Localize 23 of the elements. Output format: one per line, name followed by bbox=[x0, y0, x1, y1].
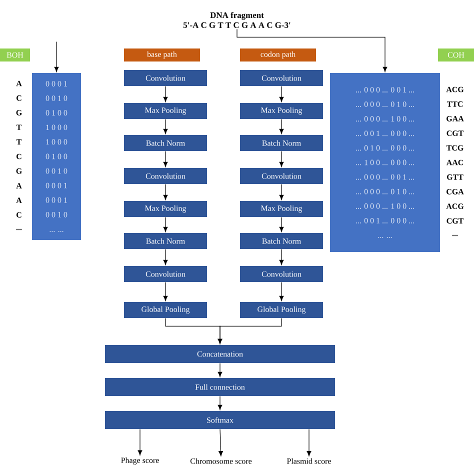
arrow bbox=[218, 318, 282, 344]
arrow bbox=[236, 28, 388, 72]
sequence-label: DNA fragment 5'-A C G T T C G A A C G-3' bbox=[183, 12, 290, 28]
arrow bbox=[279, 248, 284, 265]
arrow bbox=[279, 282, 284, 301]
arrow bbox=[138, 428, 142, 456]
arrow bbox=[218, 396, 222, 410]
arrow bbox=[279, 86, 284, 102]
arrow bbox=[306, 428, 312, 456]
arrow bbox=[163, 282, 168, 301]
arrow bbox=[279, 118, 284, 134]
arrow bbox=[163, 184, 168, 200]
arrow bbox=[163, 150, 168, 167]
arrow bbox=[218, 362, 222, 377]
arrow bbox=[163, 86, 168, 102]
arrow bbox=[279, 184, 284, 200]
arrow bbox=[54, 42, 59, 72]
arrow bbox=[163, 118, 168, 134]
arrow bbox=[163, 216, 168, 232]
arrow bbox=[163, 248, 168, 265]
arrow bbox=[279, 150, 284, 167]
arrow bbox=[279, 216, 284, 232]
arrow bbox=[218, 428, 224, 456]
